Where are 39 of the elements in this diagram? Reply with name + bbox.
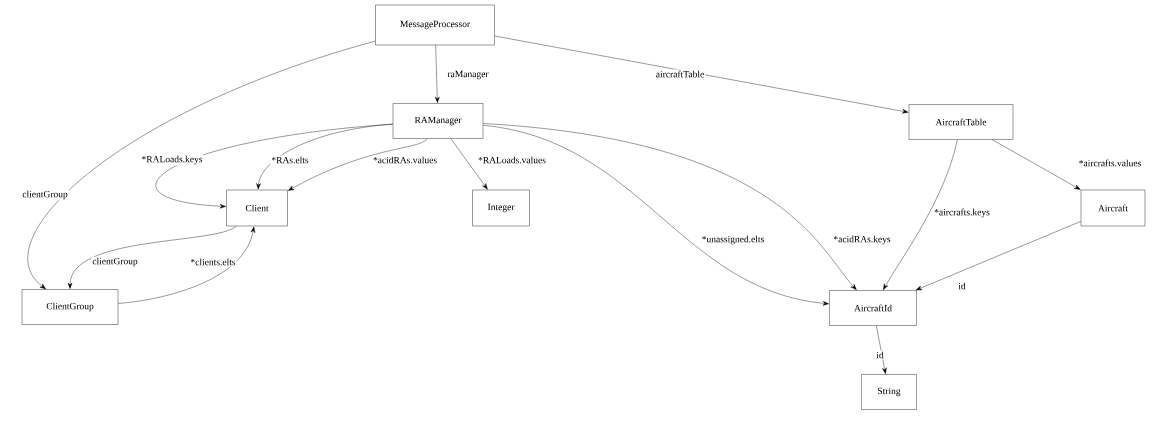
arrow [288, 138, 428, 191]
arrow [876, 325, 887, 374]
class-box: String [861, 374, 917, 410]
arrow [256, 123, 393, 190]
class-box: Aircraft [1080, 189, 1146, 227]
arrow [883, 139, 958, 290]
class-box: Integer [472, 189, 530, 227]
class-box: MessageProcessor [375, 4, 495, 46]
arrow [915, 221, 1081, 291]
class-box: Client [226, 189, 288, 227]
arrow [494, 35, 909, 114]
arrow [435, 45, 440, 103]
edge-label: *aircrafts.values [1077, 158, 1143, 168]
class-box: RAManager [392, 103, 484, 139]
edge-label: *acidRAs.values [371, 155, 439, 165]
class-box: ClientGroup [21, 289, 119, 325]
edge-label: *RALoads.values [477, 155, 547, 165]
arrow [483, 125, 829, 306]
arrow [483, 123, 857, 291]
arrow [155, 123, 393, 209]
edge-label: *RAs.elts [270, 155, 310, 165]
arrow [27, 40, 376, 290]
edge-label: *clients.elts [189, 257, 237, 267]
edge-label: clientGroup [91, 256, 139, 268]
arrow [450, 138, 488, 190]
arrow [67, 226, 237, 289]
class-box: AircraftId [829, 290, 917, 326]
arrow [118, 226, 256, 304]
edge-label: clientGroup [21, 189, 69, 201]
edge-label: *aircrafts.keys [933, 207, 991, 219]
edge-label: *unassigned.elts [700, 234, 766, 246]
edge-label: id [957, 281, 967, 291]
arrow [992, 139, 1081, 190]
edge-label: raManager [446, 69, 490, 81]
class-box: AircraftTable [908, 104, 1014, 140]
edge-label: id [875, 350, 885, 360]
edge-label: *acidRAs.keys [832, 234, 892, 246]
edge-label: aircraftTable [654, 69, 706, 79]
edge-label: *RALoads.keys [140, 154, 204, 166]
